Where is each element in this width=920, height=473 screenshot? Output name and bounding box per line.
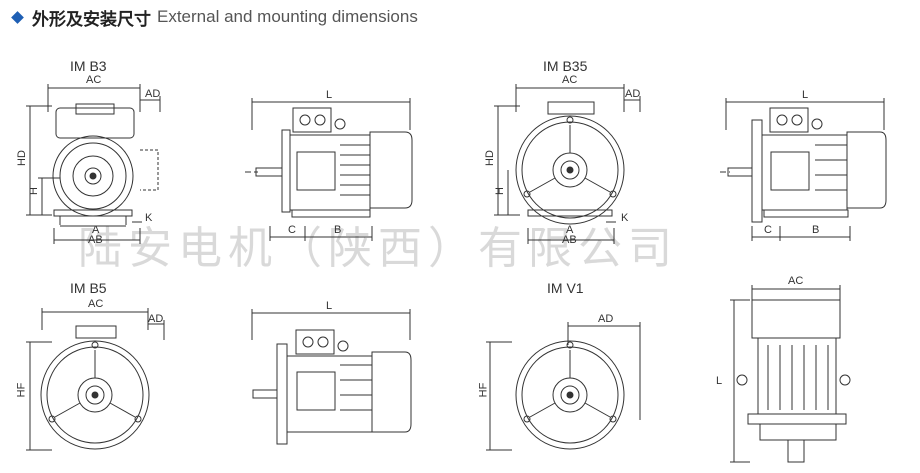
b3-side-dim-l: L <box>326 89 333 101</box>
b5-side-drawing <box>251 309 412 445</box>
b5-front-drawing <box>26 308 165 451</box>
b3-dim-ab: AB <box>88 234 103 246</box>
section-title-en: External and mounting dimensions <box>157 7 418 26</box>
b5-dim-ac: AC <box>88 298 104 310</box>
b3-dim-a: A <box>92 224 100 236</box>
b3-side-dim-c: C <box>288 224 296 236</box>
view-title-v1: IM V1 <box>547 280 584 296</box>
b3-dim-ac: AC <box>86 74 102 86</box>
b35-dim-k: K <box>621 212 629 224</box>
b3-dim-h: H <box>27 187 40 195</box>
v1-dim-hf: HF <box>477 382 490 398</box>
v1-dim-ad: AD <box>598 313 614 325</box>
b35-side-dim-l: L <box>802 89 809 101</box>
b35-side-drawing <box>720 98 887 241</box>
b3-front-drawing <box>26 84 161 244</box>
view-title-b5: IM B5 <box>70 280 107 296</box>
b3-side-dim-b: B <box>334 224 342 236</box>
b35-side-dim-c: C <box>764 224 772 236</box>
v1-front-drawing <box>486 322 641 451</box>
b5-dim-ad: AD <box>148 313 164 325</box>
b35-dim-ac: AC <box>562 74 578 86</box>
view-title-b35: IM B35 <box>543 58 588 74</box>
v1-side-dim-l: L <box>716 375 723 387</box>
section-header: 外形及安装尺寸 External and mounting dimensions <box>10 6 418 30</box>
b3-dim-ad: AD <box>145 88 161 100</box>
b35-dim-h: H <box>493 187 506 195</box>
b35-side-dim-b: B <box>812 224 820 236</box>
b3-dim-k: K <box>145 212 153 224</box>
b35-dim-hd: HD <box>483 150 496 166</box>
b35-dim-ab: AB <box>562 234 577 246</box>
v1-side-dim-ac: AC <box>788 275 804 287</box>
watermark: 陆安电机（陕西）有限公司 <box>78 223 678 274</box>
view-title-b3: IM B3 <box>70 58 107 74</box>
b5-side-dim-l: L <box>326 300 333 312</box>
b35-dim-ad: AD <box>625 88 641 100</box>
b3-dim-hd: HD <box>15 150 28 166</box>
section-title-cn: 外形及安装尺寸 <box>32 9 151 30</box>
b5-dim-hf: HF <box>15 382 28 398</box>
b35-dim-a: A <box>566 224 574 236</box>
b3-side-drawing <box>245 98 413 241</box>
b35-front-drawing <box>494 84 641 244</box>
v1-side-drawing <box>730 285 851 463</box>
